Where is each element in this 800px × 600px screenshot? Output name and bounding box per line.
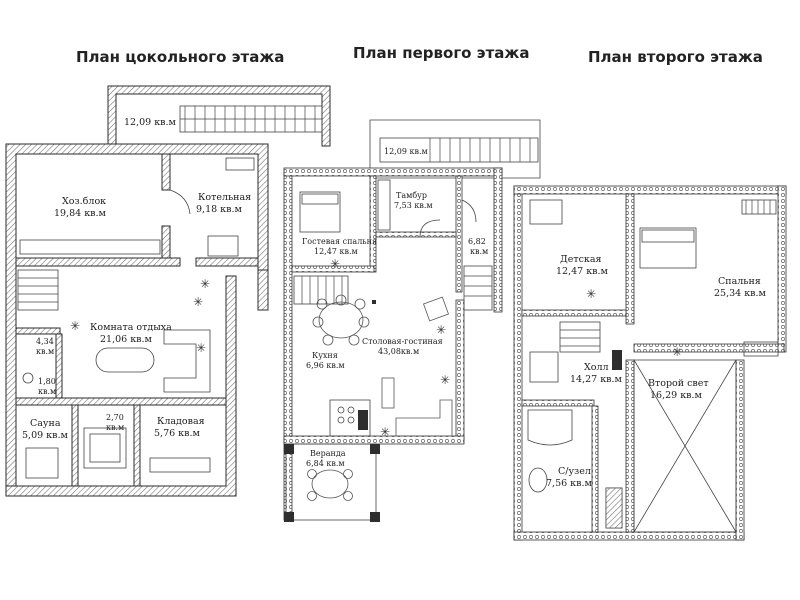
svg-text:кв.м: кв.м [470, 247, 488, 256]
svg-text:12,09 кв.м: 12,09 кв.м [124, 117, 177, 128]
basement-shower-label: 2,70 кв.м [106, 413, 124, 432]
svg-text:✳: ✳ [196, 341, 206, 355]
basement-bath-label: 1,80 кв.м [38, 377, 56, 396]
svg-text:21,06 кв.м: 21,06 кв.м [100, 334, 153, 345]
svg-text:Спальня: Спальня [718, 276, 761, 287]
basement-utility-label: Хоз.блок 19,84 кв.м [54, 196, 107, 219]
svg-text:9,18 кв.м: 9,18 кв.м [196, 204, 242, 215]
svg-text:Столовая-гостиная: Столовая-гостиная [362, 337, 443, 346]
svg-text:12,09 кв.м: 12,09 кв.м [384, 147, 428, 156]
svg-text:5,09 кв.м: 5,09 кв.м [22, 430, 68, 441]
svg-text:14,27 кв.м: 14,27 кв.м [570, 374, 623, 385]
svg-text:кв.м: кв.м [36, 347, 54, 356]
svg-text:16,29 кв.м: 16,29 кв.м [650, 390, 703, 401]
svg-text:12,47 кв.м: 12,47 кв.м [556, 266, 609, 277]
second-wc-label: С/узел 7,56 кв.м [546, 466, 592, 489]
svg-text:19,84 кв.м: 19,84 кв.м [54, 208, 107, 219]
basement-plan: 12,09 кв.м [5, 85, 331, 497]
first-floor-plan: 12,09 кв.м [283, 119, 541, 522]
first-veranda-label: Веранда 6,84 кв.м [306, 449, 346, 468]
svg-text:Холл: Холл [584, 362, 609, 373]
basement-plan-title: План цокольного этажа [76, 48, 284, 66]
svg-text:✳: ✳ [193, 295, 203, 309]
svg-text:✳: ✳ [672, 345, 682, 359]
basement-boiler-label: Котельная 9,18 кв.м [196, 192, 251, 215]
svg-text:Кладовая: Кладовая [157, 416, 205, 427]
svg-text:Тамбур: Тамбур [396, 191, 427, 200]
svg-text:4,34: 4,34 [36, 337, 54, 346]
first-small-hall-label: 6,82 кв.м [468, 237, 488, 256]
svg-text:Веранда: Веранда [310, 449, 346, 458]
svg-text:2,70: 2,70 [106, 413, 124, 422]
svg-text:1,80: 1,80 [38, 377, 56, 386]
first-living-dining-label: Столовая-гостиная 43,08кв.м [362, 337, 443, 356]
svg-text:С/узел: С/узел [558, 466, 591, 477]
first-floor-plan-title: План первого этажа [353, 44, 529, 62]
second-second-light-label: Второй свет 16,29 кв.м [648, 378, 709, 401]
svg-text:6,84 кв.м: 6,84 кв.м [306, 459, 345, 468]
svg-text:✳: ✳ [330, 257, 340, 271]
svg-text:Котельная: Котельная [198, 192, 251, 203]
first-kitchen-label: Кухня 6,96 кв.м [306, 351, 345, 370]
svg-text:✳: ✳ [586, 287, 596, 301]
first-guest-bedroom-label: Гостевая спальня 12,47 кв.м [302, 237, 377, 256]
basement-recreation-label: Комната отдыха 21,06 кв.м [90, 322, 172, 345]
svg-text:5,76 кв.м: 5,76 кв.м [154, 428, 200, 439]
svg-text:7,53 кв.м: 7,53 кв.м [394, 201, 433, 210]
svg-text:✳: ✳ [200, 277, 210, 291]
svg-text:Сауна: Сауна [30, 418, 61, 429]
basement-sauna-label: Сауна 5,09 кв.м [22, 418, 68, 441]
second-bedroom-label: Спальня 25,34 кв.м [714, 276, 767, 299]
svg-text:✳: ✳ [436, 323, 446, 337]
basement-storage-label: Кладовая 5,76 кв.м [154, 416, 205, 439]
svg-text:кв.м: кв.м [38, 387, 56, 396]
basement-terrace-label: 12,09 кв.м [124, 117, 177, 128]
basement-small-room-label: 4,34 кв.м [36, 337, 54, 356]
svg-text:43,08кв.м: 43,08кв.м [378, 347, 419, 356]
second-hall-label: Холл 14,27 кв.м [570, 362, 623, 385]
svg-text:12,47 кв.м: 12,47 кв.м [314, 247, 358, 256]
svg-text:7,56 кв.м: 7,56 кв.м [546, 478, 592, 489]
svg-text:6,82: 6,82 [468, 237, 486, 246]
svg-text:кв.м: кв.м [106, 423, 124, 432]
first-terrace-label: 12,09 кв.м [384, 147, 428, 156]
svg-text:25,34 кв.м: 25,34 кв.м [714, 288, 767, 299]
svg-text:Хоз.блок: Хоз.блок [62, 196, 106, 207]
svg-text:Второй свет: Второй свет [648, 378, 709, 389]
svg-text:✳: ✳ [380, 425, 390, 439]
second-kids-room-label: Детская 12,47 кв.м [556, 254, 609, 277]
svg-text:6,96 кв.м: 6,96 кв.м [306, 361, 345, 370]
second-floor-plan-title: План второго этажа [588, 48, 763, 66]
svg-text:✳: ✳ [70, 319, 80, 333]
second-floor-plan: ✳ ✳ Детская 12,47 кв.м Спальня 25,34 кв.… [513, 185, 787, 541]
svg-text:Гостевая спальня: Гостевая спальня [302, 237, 377, 246]
svg-text:Комната отдыха: Комната отдыха [90, 322, 172, 333]
first-vestibule-label: Тамбур 7,53 кв.м [394, 191, 433, 210]
svg-text:✳: ✳ [440, 373, 450, 387]
svg-text:Детская: Детская [560, 254, 602, 265]
svg-text:Кухня: Кухня [312, 351, 338, 360]
